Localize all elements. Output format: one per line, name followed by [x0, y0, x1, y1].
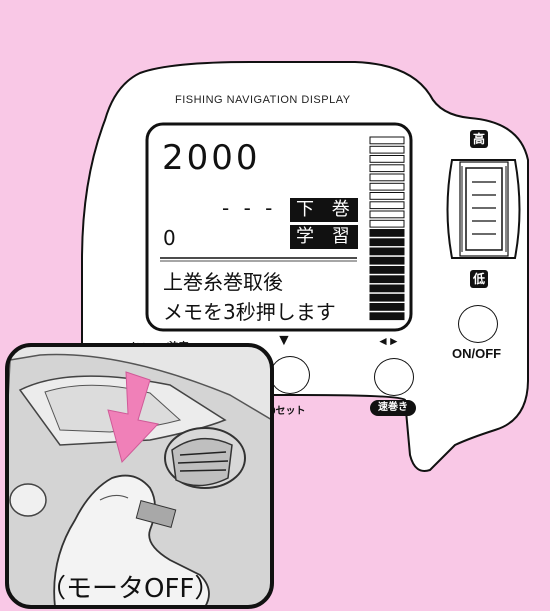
message-line-2: メモを3秒押します [163, 300, 336, 324]
level-bar-filled [369, 266, 405, 274]
speed-high-icon: 高 [470, 130, 488, 148]
level-bar-filled [369, 303, 405, 311]
level-bar-empty [369, 136, 405, 145]
zero-set-label: 0セット [270, 406, 306, 417]
level-bar-empty [369, 145, 405, 154]
level-bar-empty [369, 182, 405, 191]
level-bar-filled [369, 293, 405, 302]
power-label: ON/OFF [452, 346, 502, 361]
level-bar-filled [369, 275, 405, 284]
message-line-1: 上巻糸巻取後 [163, 270, 283, 294]
zero-set-arrow-icon: ▼ [276, 332, 292, 349]
level-bar-empty [369, 155, 405, 163]
brand-label: FISHING NAVIGATION DISPLAY [175, 94, 351, 106]
level-bar-filled [369, 229, 405, 237]
fast-wind-button[interactable] [374, 358, 414, 396]
level-bar-filled [369, 256, 405, 265]
speed-low-icon: 低 [470, 270, 488, 288]
power-button[interactable] [458, 305, 498, 343]
tag-down-wind: 下 巻 [290, 198, 358, 222]
level-bar-filled [369, 312, 405, 321]
fast-wind-label: 速巻き [370, 400, 416, 416]
fast-wind-arrows-icon: ◄► [377, 334, 400, 348]
dash-placeholder: - - - [222, 196, 277, 220]
level-bar-empty [369, 201, 405, 210]
lower-value: 0 [163, 226, 176, 250]
inset-caption: （モータOFF） [40, 574, 221, 604]
depth-value: 2000 [162, 138, 261, 178]
level-bar-empty [369, 219, 405, 228]
level-bar-filled [369, 238, 405, 247]
level-bar-empty [369, 210, 405, 219]
level-bar-empty [369, 192, 405, 200]
level-bar-filled [369, 247, 405, 256]
level-bar-empty [369, 173, 405, 182]
level-bar-filled [369, 284, 405, 293]
tag-learn: 学 習 [290, 225, 358, 249]
level-bar-empty [369, 164, 405, 173]
